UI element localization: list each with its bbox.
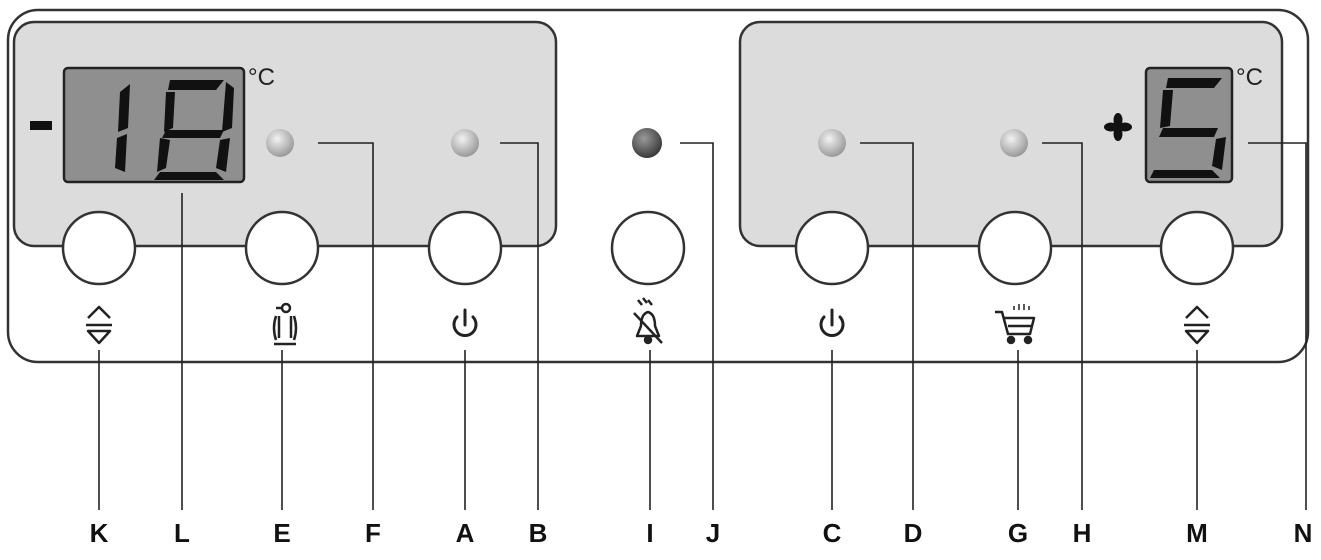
up-down-arrows-icon — [1184, 305, 1210, 345]
freezer-display — [62, 66, 246, 184]
led-b — [451, 129, 479, 157]
callout-label-f: F — [365, 518, 381, 548]
freezer-power-button[interactable] — [427, 210, 503, 286]
callout-label-i: I — [646, 518, 654, 548]
callout-leader-lines — [98, 142, 1307, 510]
callout-label-c: C — [822, 518, 842, 548]
alarm-off-button[interactable] — [610, 210, 686, 286]
freezer-temp-button[interactable] — [61, 210, 137, 286]
power-icon — [819, 308, 845, 337]
freezer-unit-label: °C — [248, 64, 275, 91]
fridge-shopping-button[interactable] — [977, 210, 1053, 286]
led-h — [1000, 129, 1028, 157]
freezer-digit-one — [115, 84, 130, 172]
callout-label-n: N — [1293, 518, 1313, 548]
callout-label-k: K — [89, 518, 109, 548]
led-d — [818, 129, 846, 157]
led-j-alarm — [632, 128, 662, 158]
fridge-digit-five — [1150, 78, 1226, 178]
callout-label-h: H — [1072, 518, 1092, 548]
fan-icon — [1104, 113, 1132, 141]
callout-label-m: M — [1186, 518, 1208, 548]
callout-label-g: G — [1007, 518, 1029, 548]
fast-freeze-penguin-icon — [272, 302, 298, 346]
shopping-cart-icon — [995, 304, 1036, 345]
callout-label-b: B — [528, 518, 548, 548]
fridge-power-button[interactable] — [794, 210, 870, 286]
power-icon — [452, 308, 478, 337]
callout-label-e: E — [273, 518, 291, 548]
alarm-off-bell-icon — [633, 297, 663, 345]
callout-label-l: L — [174, 518, 190, 548]
freezer-minus-segment — [30, 121, 52, 130]
callout-label-d: D — [903, 518, 923, 548]
fridge-unit-label: °C — [1236, 64, 1263, 91]
up-down-arrows-icon — [86, 305, 112, 345]
callout-label-j: J — [705, 518, 721, 548]
callout-label-a: A — [455, 518, 475, 548]
freezer-fast-freeze-button[interactable] — [244, 210, 320, 286]
fridge-temp-button[interactable] — [1159, 210, 1235, 286]
led-f — [266, 129, 294, 157]
freezer-digit-eight — [154, 80, 234, 180]
